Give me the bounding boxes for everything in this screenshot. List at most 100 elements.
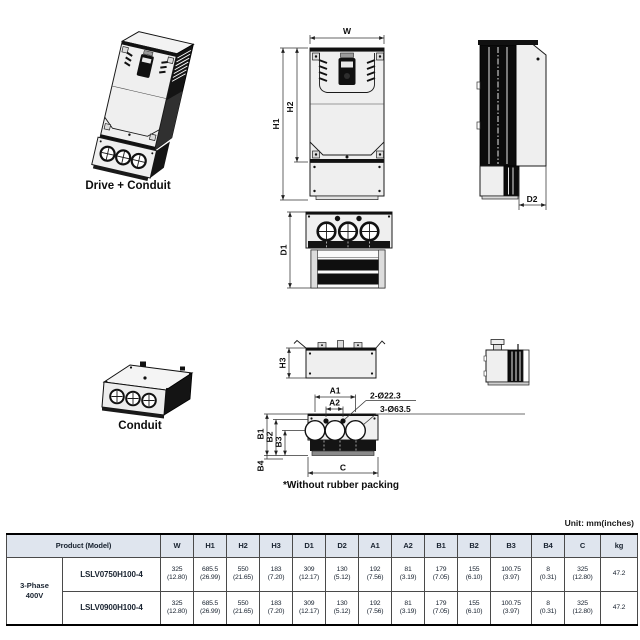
dim-value-cell: 130(5.12)	[325, 556, 360, 592]
table-row-0: 3-Phase 400V LSLV0750H100-4 325(12.80)68…	[6, 556, 639, 626]
h3-dim-label: H3	[278, 357, 288, 368]
col-header-h1: H1	[193, 533, 228, 558]
w-dim-label: W	[343, 26, 352, 36]
conduit-side-view-drawing	[483, 339, 530, 386]
c-dimension: C	[307, 457, 379, 477]
b3-dim-label: B3	[274, 436, 284, 447]
small-hole	[340, 418, 346, 424]
front-view-conduit	[309, 161, 385, 200]
conduit-profile	[293, 339, 386, 379]
dim-value-cell: 130(5.12)	[325, 590, 360, 626]
conduit-side-profile	[483, 339, 530, 386]
h1-dim-label: H1	[272, 118, 281, 129]
dim-value-cell: 192(7.56)	[358, 556, 393, 592]
a2-dim-label: A2	[329, 398, 340, 408]
drive-front-face	[99, 40, 178, 151]
h3-dimension: H3	[278, 347, 306, 379]
d1-dimension: D1	[279, 211, 311, 289]
b3-dimension: B3	[274, 430, 305, 456]
product-header: Product (Model)	[5, 533, 162, 558]
dim-value-cell: 550(21.65)	[226, 590, 261, 626]
dim-value-cell: 685.5(26.99)	[193, 590, 228, 626]
knockout-holes	[316, 221, 380, 242]
col-header-b1: B1	[424, 533, 459, 558]
bottom-view-heatsink	[310, 249, 386, 289]
col-header-d1: D1	[292, 533, 327, 558]
a1-dimension: A1	[314, 386, 356, 412]
model-cell: LSLV0750H100-4	[61, 556, 162, 592]
bottom-view-drawing: D1	[279, 211, 393, 289]
dim-value-cell: 8(0.31)	[531, 590, 566, 626]
w-dimension: W	[309, 26, 385, 44]
dim-value-cell: 685.5(26.99)	[193, 556, 228, 592]
col-header-b3: B3	[490, 533, 533, 558]
bottom-view-conduit	[305, 211, 393, 249]
model-cell: LSLV0900H100-4	[61, 590, 162, 626]
phase-group-line1: 3-Phase	[20, 581, 49, 590]
small-hole	[323, 418, 329, 424]
keypad-icon	[338, 52, 356, 85]
dim-value-cell: 309(12.17)	[292, 590, 327, 626]
b1-dimension: B1	[256, 413, 308, 456]
dim-value-cell: 192(7.56)	[358, 590, 393, 626]
b4-dimension: B4	[256, 455, 283, 471]
d2-dim-label: D2	[527, 194, 538, 204]
large-hole	[304, 420, 326, 442]
conduit-3d-drawing	[101, 361, 194, 419]
dim-value-cell: 155(6.10)	[457, 556, 492, 592]
phase-group-cell: 3-Phase 400V	[6, 556, 63, 626]
col-header-b4: B4	[531, 533, 566, 558]
unit-note: Unit: mm(inches)	[564, 518, 634, 528]
dim-value-cell: 155(6.10)	[457, 590, 492, 626]
col-header-h2: H2	[226, 533, 261, 558]
three-hole-callout-label: 3-Ø63.5	[380, 404, 411, 414]
a1-dim-label: A1	[330, 386, 341, 396]
d2-dimension: D2	[518, 166, 547, 210]
dim-value-cell: 47.2	[600, 556, 639, 592]
d1-dim-label: D1	[279, 244, 289, 255]
dim-value-cell: 325(12.80)	[160, 556, 195, 592]
h2-dim-label: H2	[285, 101, 295, 112]
dim-value-cell: 325(12.80)	[160, 590, 195, 626]
front-view-drawing: W H1 H2	[272, 26, 385, 201]
dim-value-cell: 47.2	[600, 590, 639, 626]
side-view-conduit	[479, 165, 520, 200]
col-header-h3: H3	[259, 533, 294, 558]
packing-note: *Without rubber packing	[283, 480, 400, 491]
conduit-front-face	[91, 136, 170, 181]
conduit-bottom-dimension-drawing: A1 A2 2-Ø22.3 3-Ø63.5 B1 B2 B3 B4 C	[256, 386, 525, 477]
dim-value-cell: 183(7.20)	[259, 556, 294, 592]
col-header-kg: kg	[600, 533, 639, 558]
drive-conduit-caption: Drive + Conduit	[85, 180, 171, 192]
c-dim-label: C	[340, 463, 346, 473]
conduit-height-view-drawing: H3	[278, 339, 386, 379]
col-header-c: C	[564, 533, 602, 558]
phase-group-line2: 400V	[25, 590, 44, 600]
dim-value-cell: 550(21.65)	[226, 556, 261, 592]
conduit-caption: Conduit	[118, 420, 162, 432]
three-hole-callout: 3-Ø63.5	[362, 404, 525, 426]
b2-dim-label: B2	[265, 431, 275, 442]
conduit-knockout-holes	[99, 145, 147, 170]
side-view-drawing: D2	[476, 40, 547, 210]
large-hole	[344, 420, 366, 442]
h2-dimension: H2	[285, 48, 308, 163]
dim-value-cell: 183(7.20)	[259, 590, 294, 626]
dim-value-cell: 309(12.17)	[292, 556, 327, 592]
dim-value-cell: 8(0.31)	[531, 556, 566, 592]
conduit-knockout-holes	[109, 388, 157, 409]
col-header-a1: A1	[358, 533, 393, 558]
b2-dimension: B2	[265, 419, 308, 456]
h1-dimension: H1	[272, 47, 308, 201]
col-header-b2: B2	[457, 533, 492, 558]
dim-value-cell: 81(3.19)	[391, 590, 426, 626]
drive-conduit-3d-drawing	[91, 31, 195, 181]
dim-value-cell: 325(12.80)	[564, 556, 602, 592]
side-view-body	[476, 40, 547, 167]
col-header-d2: D2	[325, 533, 360, 558]
two-hole-callout: 2-Ø22.3	[344, 391, 416, 420]
dim-value-cell: 325(12.80)	[564, 590, 602, 626]
large-hole	[324, 420, 346, 442]
